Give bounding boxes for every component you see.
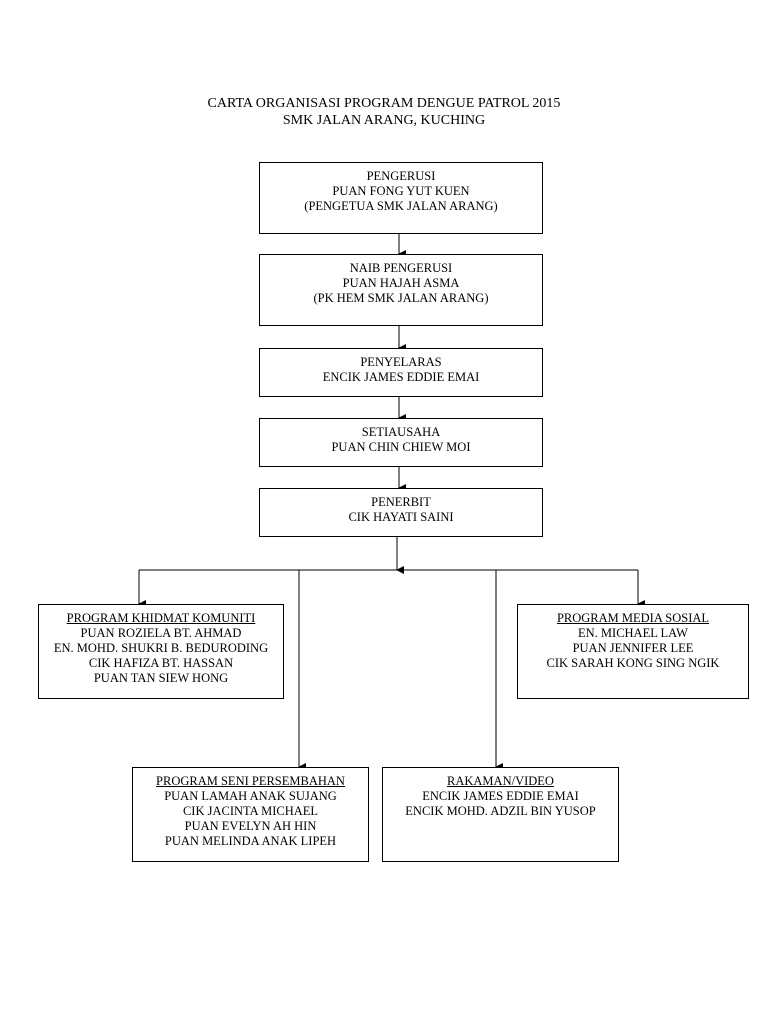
rakaman-heading: RAKAMAN/VIDEO: [447, 774, 554, 788]
khidmat-member: PUAN TAN SIEW HONG: [93, 671, 229, 685]
box-naib-name: PUAN HAJAH ASMA: [342, 276, 460, 290]
box-penyelaras-role: PENYELARAS: [360, 355, 442, 369]
box-penerbit-name: CIK HAYATI SAINI: [348, 510, 454, 524]
box-pengerusi-role: PENGERUSI: [366, 169, 436, 183]
box-naib-pengerusi: NAIB PENGERUSI PUAN HAJAH ASMA (PK HEM S…: [259, 254, 543, 326]
box-pengerusi: PENGERUSI PUAN FONG YUT KUEN (PENGETUA S…: [259, 162, 543, 234]
box-naib-role: NAIB PENGERUSI: [349, 261, 453, 275]
box-setiausaha-name: PUAN CHIN CHIEW MOI: [331, 440, 471, 454]
box-naib-note: (PK HEM SMK JALAN ARANG): [313, 291, 489, 305]
chart-title-line2: SMK JALAN ARANG, KUCHING: [282, 113, 486, 128]
rakaman-member: ENCIK MOHD. ADZIL BIN YUSOP: [405, 804, 596, 818]
box-penyelaras-name: ENCIK JAMES EDDIE EMAI: [322, 370, 480, 384]
seni-member: CIK JACINTA MICHAEL: [182, 804, 319, 818]
media-member: EN. MICHAEL LAW: [578, 626, 688, 640]
khidmat-member: EN. MOHD. SHUKRI B. BEDURODING: [53, 641, 269, 655]
media-heading: PROGRAM MEDIA SOSIAL: [556, 611, 710, 625]
box-pengerusi-name: PUAN FONG YUT KUEN: [332, 184, 470, 198]
box-penerbit-role: PENERBIT: [371, 495, 431, 509]
seni-heading: PROGRAM SENI PERSEMBAHAN: [156, 774, 345, 788]
box-setiausaha: SETIAUSAHA PUAN CHIN CHIEW MOI: [259, 418, 543, 467]
box-setiausaha-role: SETIAUSAHA: [361, 425, 441, 439]
box-program-khidmat-komuniti: PROGRAM KHIDMAT KOMUNITI PUAN ROZIELA BT…: [38, 604, 284, 699]
box-rakaman-video: RAKAMAN/VIDEO ENCIK JAMES EDDIE EMAI ENC…: [382, 767, 619, 862]
khidmat-member: PUAN ROZIELA BT. AHMAD: [80, 626, 242, 640]
media-member: CIK SARAH KONG SING NGIK: [546, 656, 720, 670]
chart-title-line1: CARTA ORGANISASI PROGRAM DENGUE PATROL 2…: [207, 96, 561, 111]
box-program-media-sosial: PROGRAM MEDIA SOSIAL EN. MICHAEL LAW PUA…: [517, 604, 749, 699]
media-member: PUAN JENNIFER LEE: [572, 641, 694, 655]
khidmat-member: CIK HAFIZA BT. HASSAN: [88, 656, 234, 670]
seni-member: PUAN MELINDA ANAK LIPEH: [164, 834, 337, 848]
rakaman-member: ENCIK JAMES EDDIE EMAI: [422, 789, 579, 803]
seni-member: PUAN EVELYN AH HIN: [184, 819, 317, 833]
seni-member: PUAN LAMAH ANAK SUJANG: [164, 789, 337, 803]
box-program-seni-persembahan: PROGRAM SENI PERSEMBAHAN PUAN LAMAH ANAK…: [132, 767, 369, 862]
box-penyelaras: PENYELARAS ENCIK JAMES EDDIE EMAI: [259, 348, 543, 397]
box-penerbit: PENERBIT CIK HAYATI SAINI: [259, 488, 543, 537]
box-pengerusi-note: (PENGETUA SMK JALAN ARANG): [304, 199, 498, 213]
khidmat-heading: PROGRAM KHIDMAT KOMUNITI: [66, 611, 256, 625]
